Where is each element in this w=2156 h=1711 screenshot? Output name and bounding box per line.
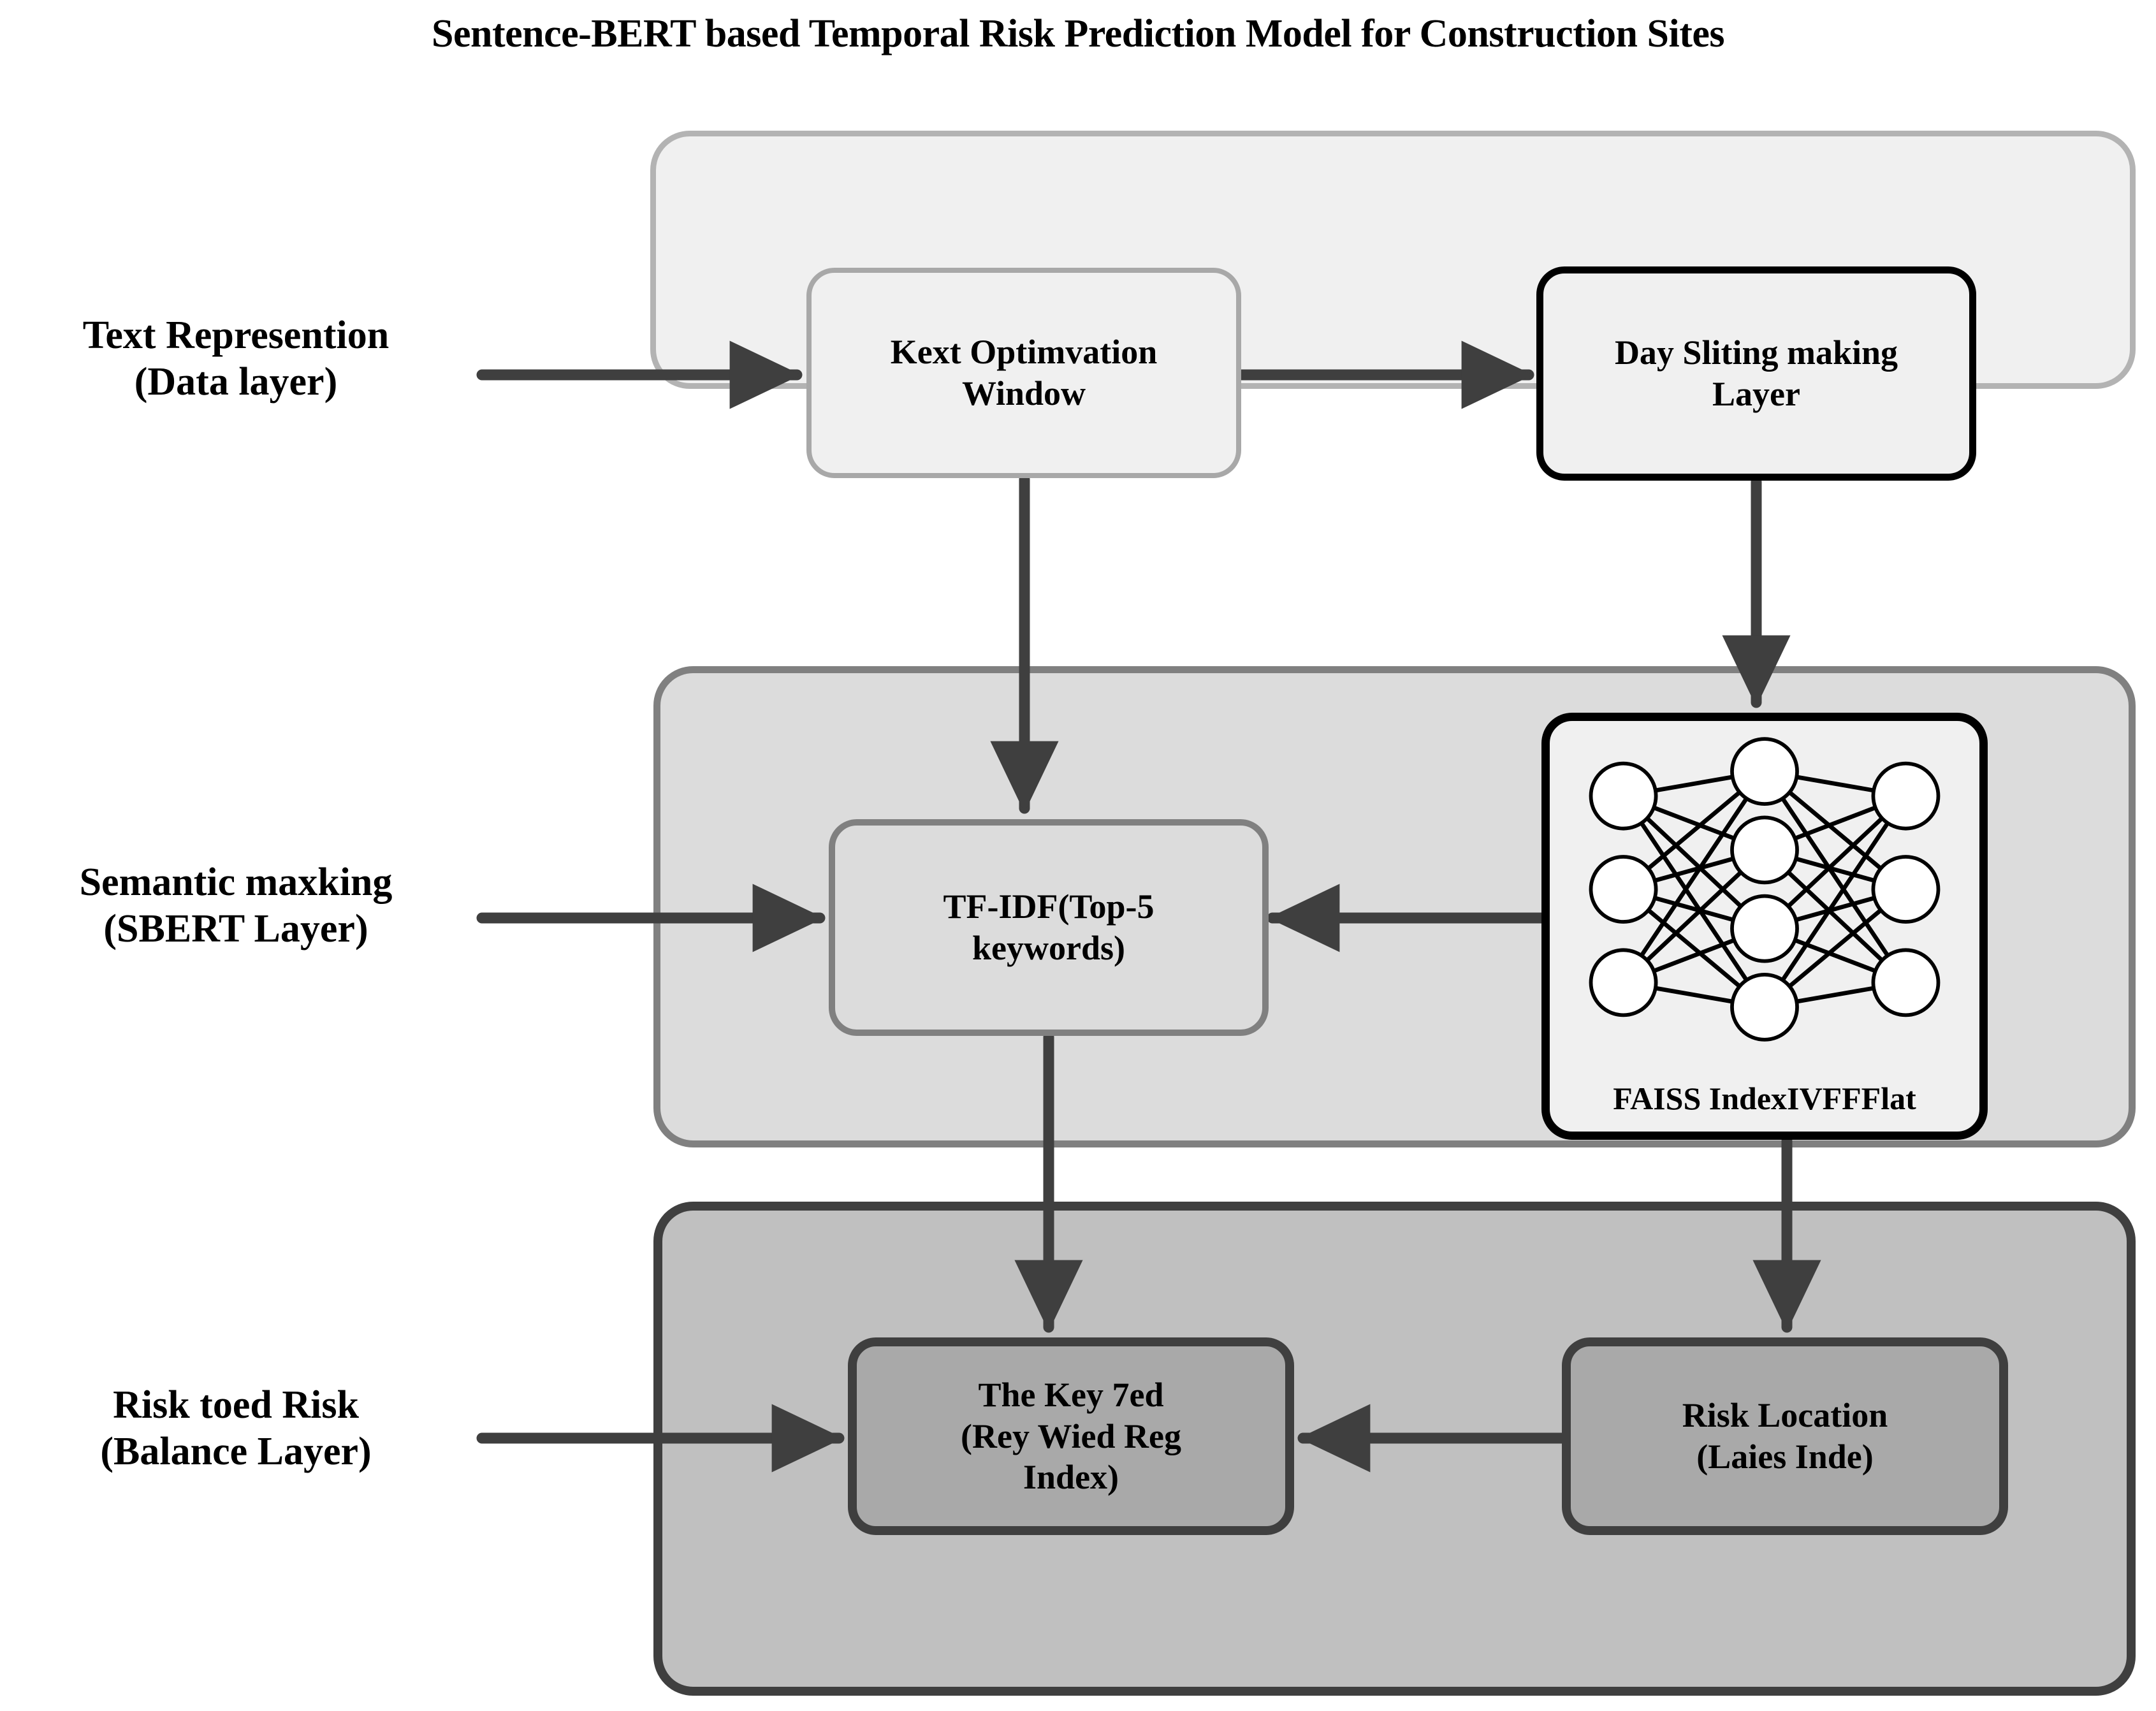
- neural-node: [1730, 972, 1799, 1042]
- node-line1: TF-IDF(Top-5: [943, 887, 1154, 926]
- neural-node: [1871, 948, 1941, 1017]
- node-line1: Day Sliting making: [1614, 333, 1898, 372]
- node-line2: (Rey Wied Reg: [961, 1416, 1181, 1455]
- node-line1: Risk Location: [1682, 1396, 1888, 1435]
- neural-node: [1730, 737, 1799, 806]
- page-title: Sentence-BERT based Temporal Risk Predic…: [431, 12, 1725, 55]
- node-kext-optimvation-window[interactable]: Kext Optimvation Window: [806, 268, 1241, 478]
- neural-node: [1730, 815, 1799, 885]
- row-label-line1: Risk toed Risk: [113, 1383, 359, 1427]
- node-risk-location-laies-inde[interactable]: Risk Location (Laies Inde): [1562, 1337, 2008, 1535]
- neural-node: [1589, 948, 1658, 1017]
- node-line2: Layer: [1712, 375, 1800, 413]
- row-label-text-representation: Text Represention (Data layer): [0, 312, 478, 405]
- row-label-line2: (SBERT Layer): [103, 907, 368, 951]
- node-faiss-caption: FAISS IndexIVFFFlat: [1613, 1081, 1916, 1116]
- neural-node: [1730, 894, 1799, 963]
- neural-network-icon: [1550, 730, 1979, 1049]
- node-line2: (Laies Inde): [1696, 1438, 1874, 1476]
- row-label-line2: (Data layer): [134, 360, 338, 404]
- neural-node: [1589, 761, 1658, 831]
- node-line2: Window: [961, 374, 1086, 412]
- neural-node: [1871, 761, 1941, 831]
- node-faiss-indexivfflat[interactable]: FAISS IndexIVFFFlat: [1541, 713, 1988, 1140]
- neural-node: [1871, 855, 1941, 924]
- node-line1: Kext Optimvation: [890, 333, 1158, 372]
- node-line3: Index): [1023, 1458, 1119, 1497]
- neural-node: [1589, 855, 1658, 924]
- node-tfidf-top5-keywords[interactable]: TF-IDF(Top-5 keywords): [829, 819, 1269, 1036]
- row-label-line1: Semantic maxking: [79, 861, 393, 904]
- row-label-line2: (Balance Layer): [100, 1430, 372, 1474]
- row-label-line1: Text Represention: [82, 314, 390, 357]
- node-day-sliting-making-layer[interactable]: Day Sliting making Layer: [1536, 266, 1976, 481]
- node-the-key-7ed-index[interactable]: The Key 7ed (Rey Wied Reg Index): [848, 1337, 1294, 1535]
- row-label-semantic-maxking: Semantic maxking (SBERT Layer): [0, 859, 478, 952]
- node-line1: The Key 7ed: [978, 1375, 1164, 1414]
- node-line2: keywords): [972, 929, 1125, 967]
- row-label-risk-toed-risk: Risk toed Risk (Balance Layer): [0, 1382, 478, 1475]
